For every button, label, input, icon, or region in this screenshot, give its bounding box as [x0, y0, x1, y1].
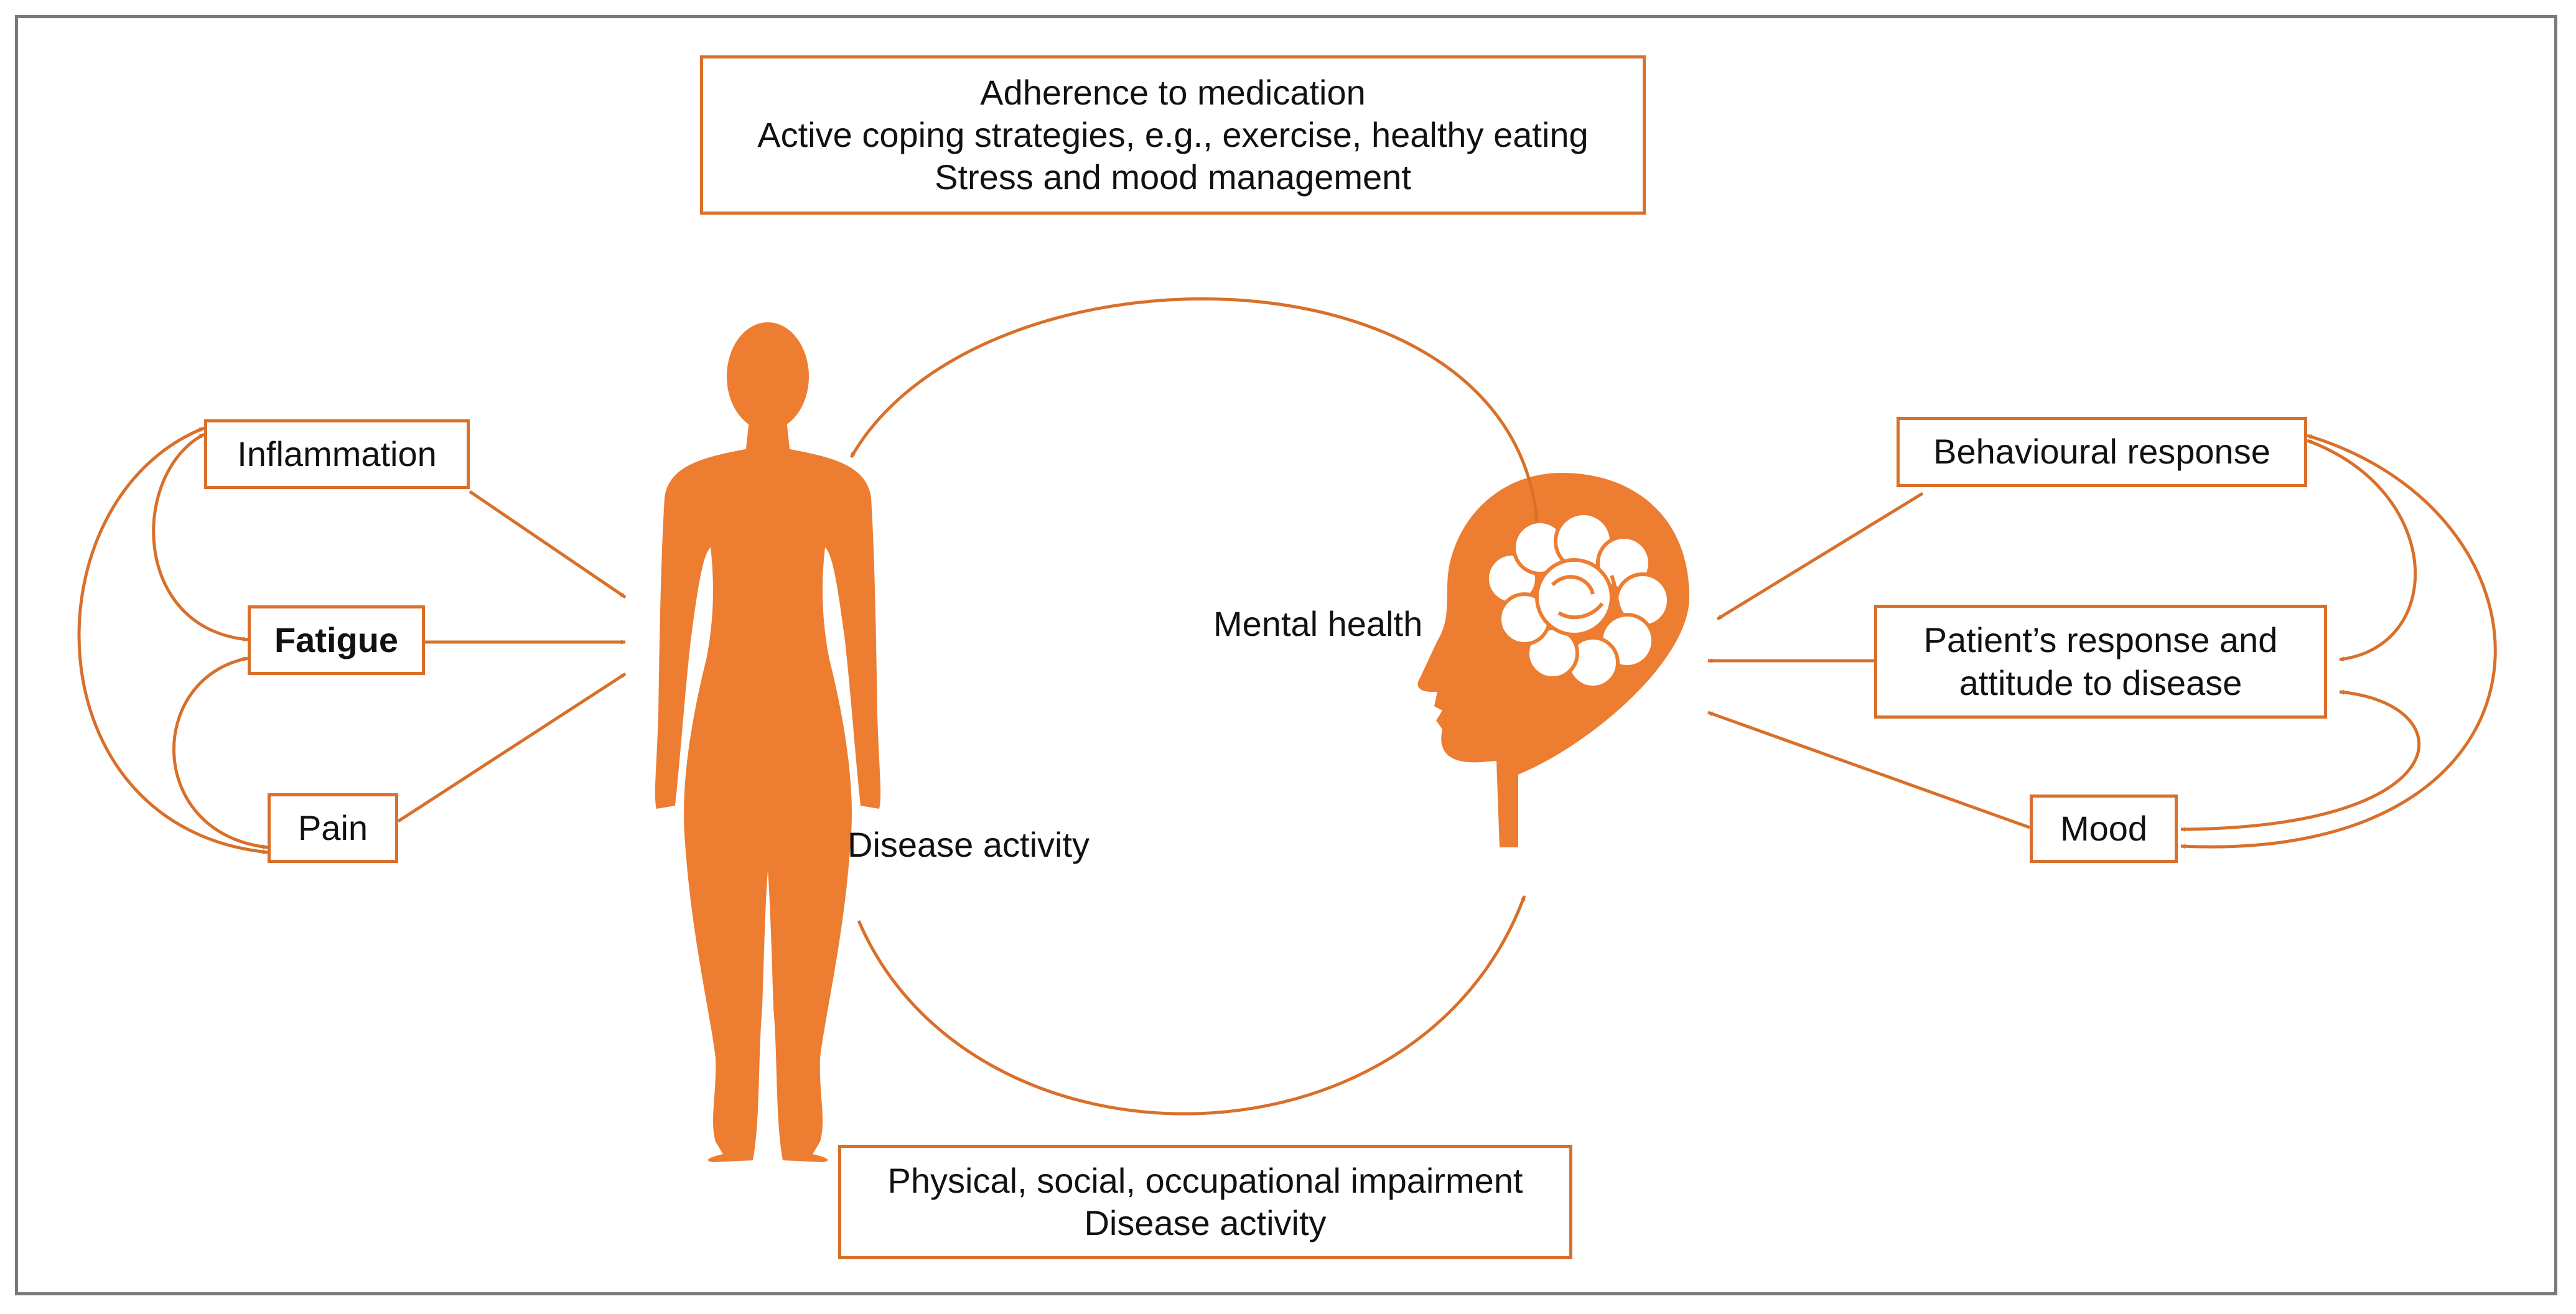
arrow-body-to-mental	[857, 895, 1526, 1116]
pain-label: Pain	[297, 808, 368, 847]
arrow-behavioural-to-head	[1716, 492, 1924, 621]
fatigue-box: Fatigue	[248, 605, 425, 675]
arrow-pain-to-body	[397, 672, 627, 823]
arrows	[77, 297, 2497, 1116]
fatigue-label: Fatigue	[274, 620, 399, 659]
patient-response-box: Patient’s response and attitude to disea…	[1874, 605, 2327, 719]
arrow-behavioural-mood	[2180, 434, 2497, 849]
mood-box: Mood	[2030, 794, 2178, 863]
arrow-inflammation-to-body	[469, 490, 627, 599]
patient-response-line-2: attitude to disease	[1959, 663, 2242, 702]
mental-health-label: Mental health	[1213, 604, 1423, 643]
inflammation-label: Inflammation	[237, 434, 437, 473]
behavioural-response-label: Behavioural response	[1933, 432, 2270, 472]
pain-box: Pain	[268, 793, 398, 863]
disease-activity-label: Disease activity	[847, 825, 1090, 864]
arrow-inflammation-pain	[77, 426, 268, 855]
arrow-behavioural-patient	[2307, 439, 2417, 662]
top-box: Adherence to medication Active coping st…	[700, 55, 1646, 215]
head-with-brain-icon	[1417, 473, 1689, 847]
top-box-line-3: Stress and mood management	[935, 157, 1411, 197]
bottom-box-line-1: Physical, social, occupational impairmen…	[887, 1160, 1523, 1200]
patient-response-line-1: Patient’s response and	[1923, 620, 2278, 660]
arrow-mood-to-head	[1707, 711, 2030, 829]
human-body-icon	[655, 322, 881, 1162]
mood-label: Mood	[2060, 808, 2148, 848]
arrow-mental-to-body	[849, 297, 1539, 522]
bottom-box-line-2: Disease activity	[1084, 1203, 1327, 1242]
behavioural-response-box: Behavioural response	[1897, 417, 2307, 487]
top-box-line-2: Active coping strategies, e.g., exercise…	[757, 114, 1589, 154]
arrow-fatigue-pain	[172, 656, 268, 850]
diagram-frame	[15, 15, 2557, 1295]
bottom-box: Physical, social, occupational impairmen…	[838, 1145, 1572, 1259]
top-box-line-1: Adherence to medication	[980, 72, 1366, 112]
inflammation-box: Inflammation	[204, 419, 470, 489]
